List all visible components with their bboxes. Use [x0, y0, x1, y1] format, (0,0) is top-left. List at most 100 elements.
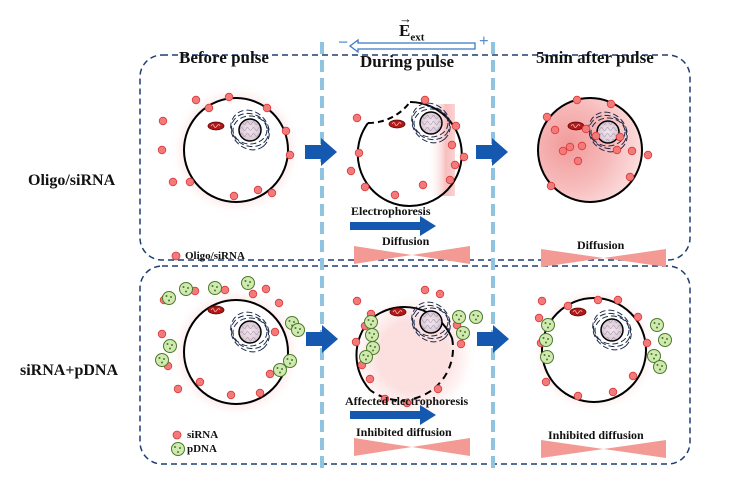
sirna-particle	[191, 95, 201, 105]
sirna-particle	[450, 160, 460, 170]
sirna-particle	[255, 388, 265, 398]
pdna-particle	[650, 318, 664, 332]
diffusion-wedge	[541, 249, 604, 267]
particles	[155, 92, 672, 408]
nucleus	[411, 102, 451, 144]
mitochondrion	[207, 121, 225, 131]
sirna-particle	[390, 190, 400, 200]
sirna-particle	[261, 284, 271, 294]
sirna-particle	[433, 384, 443, 394]
diffusion-wedge	[412, 438, 470, 456]
sirna-particle	[157, 145, 167, 155]
sirna-particle	[185, 177, 195, 187]
pdna-particle	[163, 339, 177, 353]
transition-arrow	[477, 325, 509, 353]
mitochondrion	[207, 305, 225, 315]
sirna-particle	[352, 113, 362, 123]
sirna-particle	[354, 148, 364, 158]
sirna-particle	[550, 125, 560, 135]
sirna-particle	[447, 140, 457, 150]
legend-sirna-symbol	[172, 430, 182, 440]
pdna-particle	[653, 360, 667, 374]
diffusion-wedges	[354, 246, 666, 458]
row-title-sirna-pdna: siRNA+pDNA	[20, 362, 119, 379]
diffusion-during-label: Diffusion	[382, 234, 430, 248]
inhibited-diffusion-during-label: Inhibited diffusion	[356, 425, 452, 439]
sirna-particle	[628, 371, 638, 381]
sirna-particle	[229, 191, 239, 201]
sirna-particle	[351, 337, 361, 347]
pdna-particle	[283, 354, 297, 368]
sirna-particle	[365, 374, 375, 384]
column-title-after: 5min after pulse	[536, 48, 654, 67]
row-title-oligo: Oligo/siRNA	[28, 172, 116, 189]
pdna-particle	[291, 323, 305, 337]
pdna-particle	[658, 333, 672, 347]
sirna-particle	[625, 172, 635, 182]
sirna-particle	[158, 116, 168, 126]
sirna-particle	[204, 103, 214, 113]
mitochondrion	[389, 307, 407, 317]
sirna-particle	[445, 175, 455, 185]
sirna-particle	[546, 181, 556, 191]
sirna-particle	[265, 369, 275, 379]
pdna-particle	[241, 276, 255, 290]
sirna-particle	[173, 384, 183, 394]
sirna-particle	[615, 132, 625, 142]
sirna-particle	[418, 180, 428, 190]
sirna-particle	[224, 92, 234, 102]
top-panel-border	[139, 54, 691, 261]
sirna-particle	[565, 142, 575, 152]
sirna-particle	[558, 146, 568, 156]
column-title-before: Before pulse	[179, 48, 269, 67]
sirna-particle	[346, 166, 356, 176]
pdna-particle	[469, 310, 483, 324]
sirna-particle	[157, 329, 167, 339]
sirna-particle	[613, 295, 623, 305]
sirna-particle	[168, 177, 178, 187]
sirna-particle	[248, 289, 258, 299]
sirna-particle	[573, 391, 583, 401]
affected-electrophoresis-label: Affected electrophoresis	[345, 394, 469, 408]
sirna-particle	[352, 296, 362, 306]
diffusion-wedge	[354, 246, 412, 264]
bottom-panel-border	[139, 265, 691, 465]
diffusion-wedge	[541, 440, 604, 458]
pdna-particle	[155, 353, 169, 367]
diffusion-wedge	[603, 440, 666, 458]
mitochondrion	[388, 119, 406, 129]
nucleus	[588, 111, 628, 153]
cell-bottom-before	[170, 286, 302, 418]
nucleus	[230, 109, 270, 151]
sirna-particle	[220, 285, 230, 295]
transition-arrows	[305, 138, 509, 353]
sirna-particle	[581, 124, 591, 134]
sirna-particle	[402, 398, 412, 408]
pdna-particle	[456, 326, 470, 340]
column-title-during: During pulse	[360, 52, 454, 71]
pdna-particle	[179, 282, 193, 296]
sirna-particle	[534, 313, 544, 323]
organelles	[207, 102, 632, 353]
sirna-particle	[262, 103, 272, 113]
sirna-particle	[612, 145, 622, 155]
transition-arrow	[305, 138, 337, 166]
mitochondrion	[567, 121, 585, 131]
pdna-particle	[540, 350, 554, 364]
pdna-particle	[647, 349, 661, 363]
sirna-particle	[573, 156, 583, 166]
sirna-particle	[572, 95, 582, 105]
sirna-particle	[627, 146, 637, 156]
sirna-particle	[285, 150, 295, 160]
sirna-particle	[563, 301, 573, 311]
nucleus	[411, 301, 451, 343]
sirna-particle	[195, 377, 205, 387]
transition-arrow	[306, 325, 338, 353]
sirna-particle	[537, 296, 547, 306]
diffusion-wedge	[603, 249, 666, 267]
legend-oligo-label: Oligo/siRNA	[185, 250, 245, 262]
electrophoresis-label: Electrophoresis	[351, 204, 431, 218]
legend-oligo-symbol	[171, 251, 181, 261]
transition-arrow	[476, 138, 508, 166]
